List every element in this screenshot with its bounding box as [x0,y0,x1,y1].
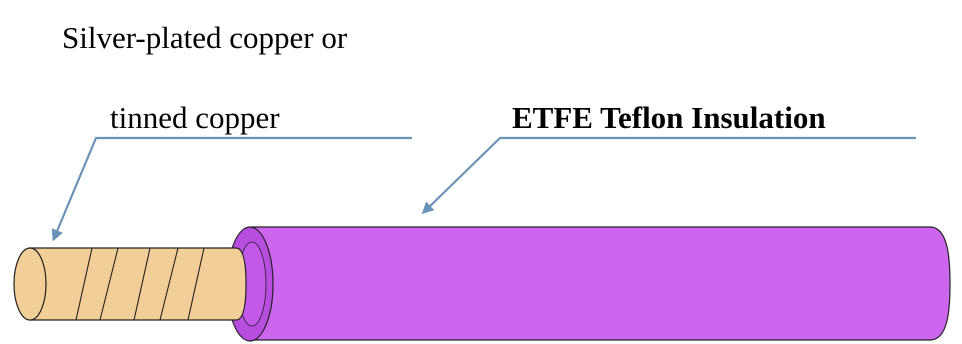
insulation-label: ETFE Teflon Insulation [512,100,826,135]
conductor-label-line2: tinned copper [110,100,280,135]
conductor-core [13,247,247,321]
insulation-jacket [226,226,951,342]
conductor-leader-line [51,136,412,242]
insulation-leader-line [421,136,916,215]
conductor-label-line1: Silver-plated copper or [62,20,348,55]
conductor-strands [75,247,205,321]
conductor-end-face [13,247,47,321]
